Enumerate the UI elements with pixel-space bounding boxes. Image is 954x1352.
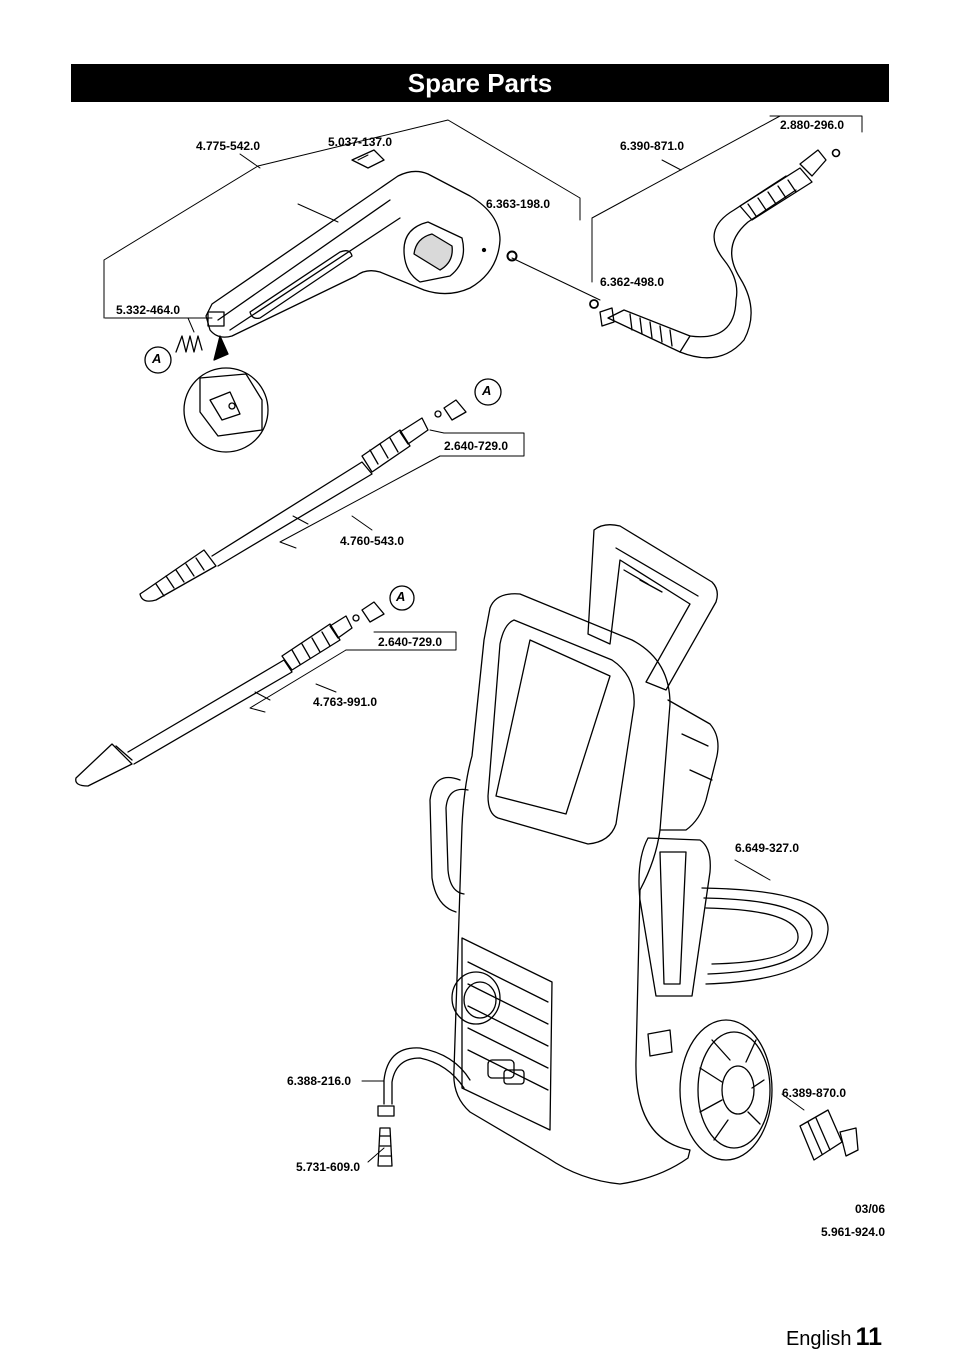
detail-marker-a-3: A — [396, 589, 406, 604]
part-label-spray-lance: 4.760-543.0 — [340, 534, 405, 548]
part-label-nozzle-ring-2: 2.640-729.0 — [378, 635, 443, 649]
date-code: 03/06 — [854, 1202, 885, 1216]
part-label-spring: 5.332-464.0 — [116, 303, 181, 317]
part-label-filter: 5.731-609.0 — [296, 1160, 361, 1174]
part-label-coupling: 6.389-870.0 — [782, 1086, 847, 1100]
detail-marker-a-1: A — [152, 351, 162, 366]
page-number: 11 — [855, 1323, 882, 1351]
detail-marker-a-2: A — [482, 383, 492, 398]
part-label-hose-ring: 2.880-296.0 — [780, 118, 845, 132]
part-label-rotor-lance: 4.763-991.0 — [313, 695, 378, 709]
spray-lance-2-drawing — [75, 601, 385, 787]
part-label-o-ring-b: 6.362-498.0 — [600, 275, 665, 289]
part-label-gun-body: 4.775-542.0 — [196, 139, 261, 153]
detail-view-circle — [183, 367, 269, 453]
section-title-bar: Spare Parts — [71, 64, 889, 102]
part-label-nozzle-ring-1: 2.640-729.0 — [444, 439, 509, 453]
footer-language: English — [785, 1328, 852, 1350]
high-pressure-hose-drawing — [599, 148, 841, 359]
part-label-hose: 6.390-871.0 — [620, 139, 685, 153]
document-number: 5.961-924.0 — [820, 1225, 885, 1239]
pressure-washer-drawing — [377, 524, 859, 1185]
leader-lines — [103, 115, 863, 1163]
part-label-o-ring-a: 6.363-198.0 — [486, 197, 551, 211]
part-label-suction-hose: 6.388-216.0 — [287, 1074, 352, 1088]
detail-markers — [144, 346, 502, 611]
part-label-garden-hose: 6.649-327.0 — [735, 841, 800, 855]
part-label-clip: 5.037-137.0 — [328, 135, 393, 149]
trigger-gun-drawing — [175, 149, 599, 361]
spray-lance-1-drawing — [139, 399, 467, 602]
page-title: Spare Parts — [407, 67, 553, 98]
